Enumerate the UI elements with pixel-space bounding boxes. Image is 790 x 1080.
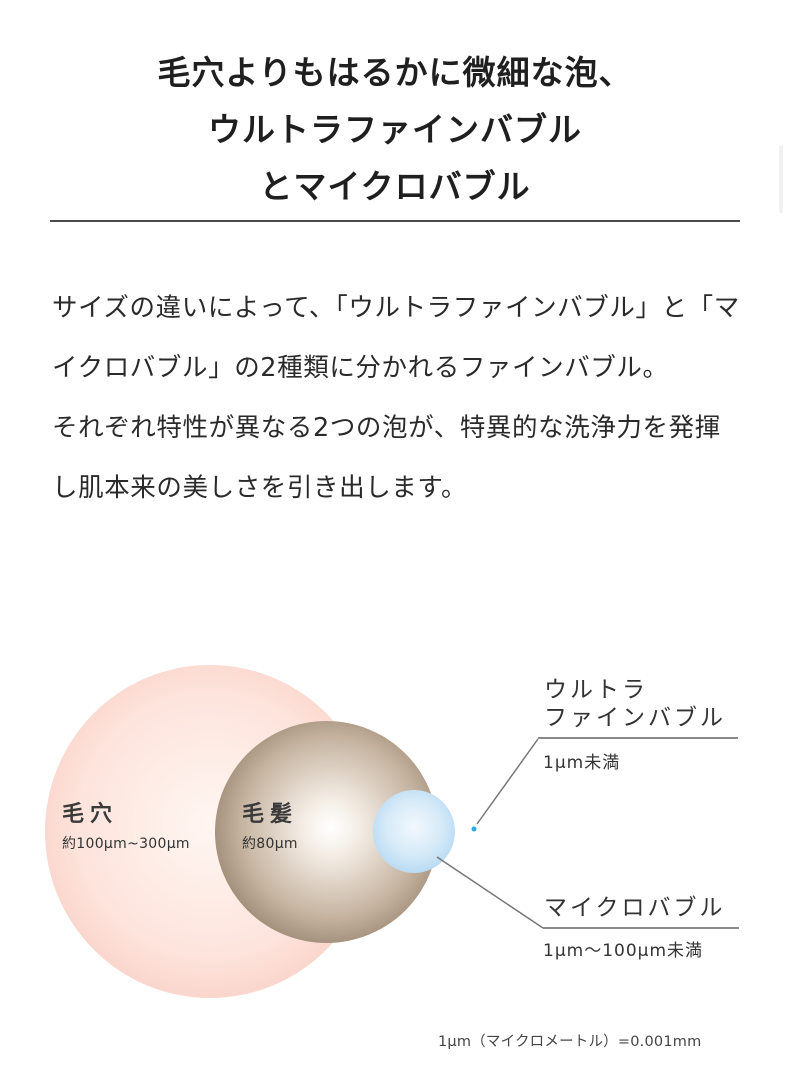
ultrafine-underline <box>538 737 738 739</box>
microbubble-size: 1μm〜100μm未満 <box>543 941 704 961</box>
pore-size: 約100μm~300μm <box>62 836 190 852</box>
ultrafine-leader-line <box>476 738 539 825</box>
hair-size: 約80μm <box>242 836 298 852</box>
pore-label: 毛穴 <box>62 802 119 827</box>
scrollbar[interactable] <box>779 145 783 213</box>
leader-lines <box>436 738 544 929</box>
bubble-size-diagram: 毛穴 約100μm~300μm 毛髪 約80μm ウルトラ ファインバブル 1μ… <box>0 640 790 1080</box>
title-line-2: ウルトラファインバブル <box>208 110 582 149</box>
ultrafine-label-line-2: ファインバブル <box>544 705 726 731</box>
microbubble-leader-line <box>436 856 544 929</box>
title-line-1: 毛穴よりもはるかに微細な泡、 <box>157 53 633 92</box>
ultrafine-label-line-1: ウルトラ <box>544 677 648 703</box>
description: サイズの違いによって、「ウルトラファインバブル」と「マイクロバブル」の2種類に分… <box>52 278 742 518</box>
description-paragraph-2: それぞれ特性が異なる2つの泡が、特異的な洗浄力を発揮し肌本来の美しさを引き出しま… <box>52 413 721 503</box>
unit-footnote: 1μm（マイクロメートル）=0.001mm <box>438 1034 702 1050</box>
microbubble-label: マイクロバブル <box>544 895 726 921</box>
ultrafine-bubble-dot <box>471 826 477 832</box>
ultrafine-size: 1μm未満 <box>543 753 621 773</box>
hair-label: 毛髪 <box>242 802 299 827</box>
page-title: 毛穴よりもはるかに微細な泡、 ウルトラファインバブル とマイクロバブル <box>0 44 790 215</box>
description-paragraph-1: サイズの違いによって、「ウルトラファインバブル」と「マイクロバブル」の2種類に分… <box>52 293 740 383</box>
title-divider <box>50 220 740 222</box>
title-line-3: とマイクロバブル <box>259 167 531 206</box>
microbubble-underline <box>543 927 739 929</box>
